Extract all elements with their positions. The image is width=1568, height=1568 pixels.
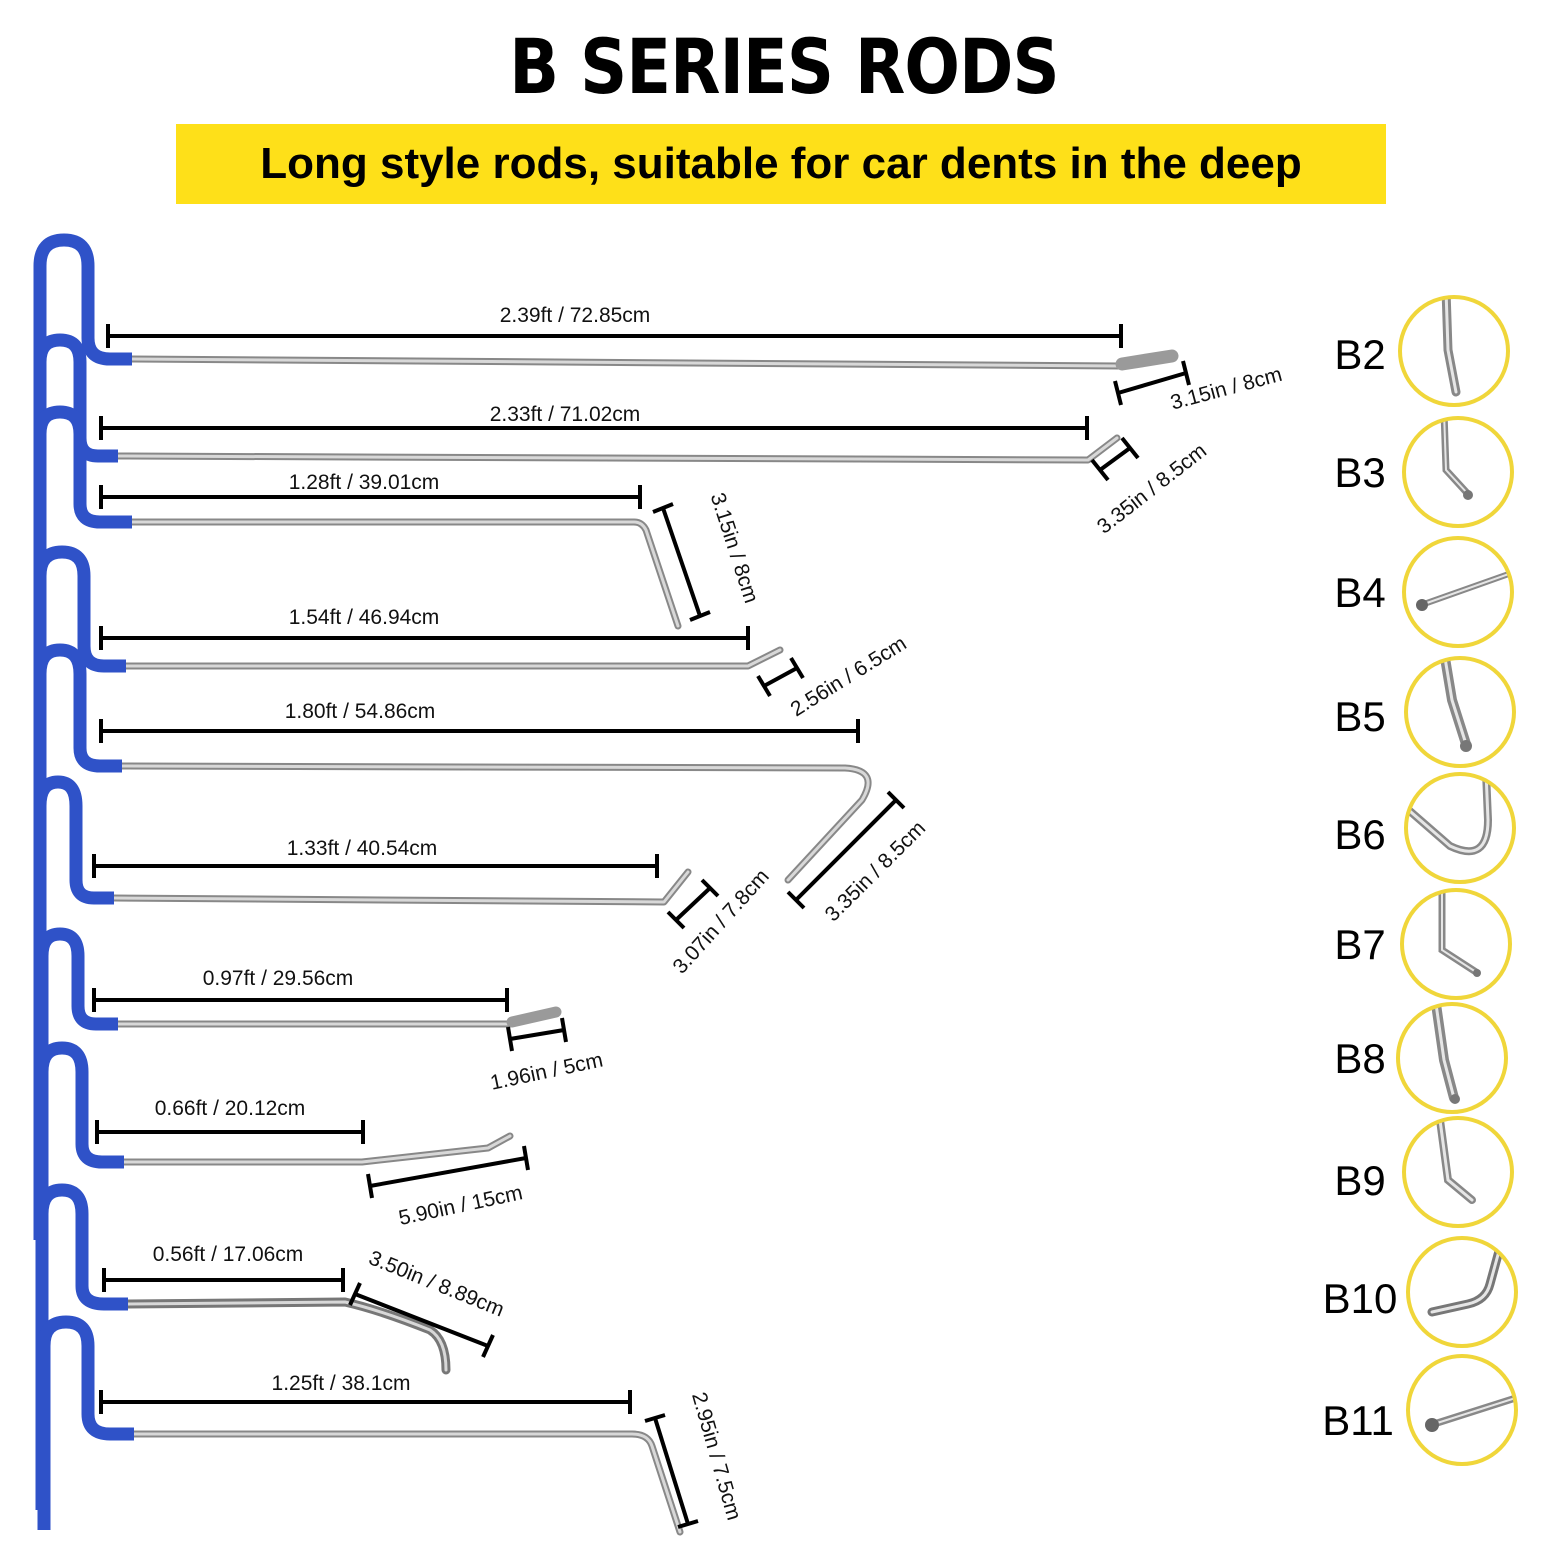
- rod-body-1: [128, 349, 1179, 371]
- rod-length-label-1: 2.39ft / 72.85cm: [500, 304, 651, 327]
- rod-body-5: [118, 762, 872, 884]
- rod-body-2: [114, 434, 1121, 464]
- tip-label-b3: B3: [1334, 449, 1385, 496]
- rod-handle-8: [35, 1041, 124, 1510]
- tip-dimension-line-6: [666, 878, 720, 930]
- length-dimension-line-5: [99, 719, 860, 743]
- rod-body-9: [123, 1297, 451, 1375]
- rod-tip-label-5: 3.35in / 8.5cm: [821, 817, 931, 927]
- rod-body-4: [122, 646, 784, 670]
- tip-detail-b8: [1396, 1002, 1508, 1114]
- rod-handle-7: [35, 927, 118, 1240]
- length-dimension-line-10: [99, 1390, 632, 1414]
- length-dimension-line-2: [99, 416, 1089, 440]
- tip-detail-b10: [1406, 1236, 1518, 1348]
- rod-body-7: [114, 1006, 562, 1028]
- tip-label-b6: B6: [1334, 811, 1385, 858]
- tip-dimension-line-10: [644, 1413, 699, 1529]
- tip-detail-column: B2 B3 B4 B5 B6 B7 B8 B9 B10 B11: [1322, 295, 1518, 1466]
- length-dimension-line-8: [95, 1120, 365, 1144]
- tip-label-b5: B5: [1334, 693, 1385, 740]
- rod-length-label-10: 1.25ft / 38.1cm: [272, 1372, 411, 1395]
- rod-tip-label-3: 3.15in / 8cm: [706, 490, 763, 606]
- tip-label-b11: B11: [1322, 1397, 1394, 1444]
- tip-detail-b6: [1404, 772, 1516, 884]
- tip-detail-b3: [1402, 416, 1514, 528]
- rod-length-label-5: 1.80ft / 54.86cm: [285, 700, 436, 723]
- rod-tip-label-2: 3.35in / 8.5cm: [1093, 439, 1211, 538]
- tip-dimension-line-7: [506, 1017, 568, 1052]
- tip-detail-b7: [1400, 888, 1512, 1000]
- rod-length-label-9: 0.56ft / 17.06cm: [153, 1243, 304, 1266]
- rod-handle-6: [33, 775, 114, 1240]
- length-dimension-line-6: [92, 854, 659, 878]
- tip-dimension-line-8: [366, 1145, 530, 1199]
- rod-tip-label-4: 2.56in / 6.5cm: [787, 632, 911, 721]
- rod-handle-5: [33, 643, 122, 980]
- length-dimension-line-4: [99, 626, 750, 650]
- length-dimension-line-3: [99, 485, 642, 509]
- rod-body-10: [130, 1430, 684, 1536]
- subtitle-banner: Long style rods, suitable for car dents …: [176, 124, 1386, 204]
- rod-tip-label-10: 2.95in / 7.5cm: [687, 1390, 745, 1523]
- tip-dimension-line-9: [348, 1282, 495, 1358]
- rod-body-6: [110, 868, 692, 906]
- rod-body-8: [120, 1132, 514, 1166]
- rod-tip-label-8: 5.90in / 15cm: [397, 1181, 525, 1230]
- length-dimension-line-9: [102, 1268, 345, 1292]
- tip-detail-b11: [1406, 1354, 1518, 1466]
- tip-dimension-line-5: [786, 790, 906, 910]
- tip-label-b4: B4: [1334, 569, 1385, 616]
- tip-detail-b2: [1398, 295, 1510, 407]
- length-dimension-line-7: [92, 988, 509, 1012]
- tip-dimension-line-3: [652, 502, 711, 622]
- length-dimension-line-1: [106, 324, 1123, 348]
- tip-detail-b5: [1404, 656, 1516, 768]
- tip-label-b7: B7: [1334, 921, 1385, 968]
- rod-length-label-6: 1.33ft / 40.54cm: [287, 837, 438, 860]
- rod-length-label-2: 2.33ft / 71.02cm: [490, 403, 641, 426]
- rod-handle-9: [35, 1183, 128, 1510]
- rod-handle-1: [33, 233, 132, 690]
- rod-body-3: [128, 518, 682, 630]
- tip-dimension-line-4: [756, 656, 805, 698]
- rod-handle-3: [33, 405, 132, 660]
- tip-detail-b4: [1402, 536, 1514, 648]
- rod-tip-label-7: 1.96in / 5cm: [488, 1049, 605, 1095]
- tip-label-b9: B9: [1334, 1157, 1385, 1204]
- tip-label-b8: B8: [1334, 1035, 1385, 1082]
- tip-detail-b9: [1402, 1116, 1514, 1228]
- page-title: B SERIES RODS: [509, 22, 1059, 111]
- tip-label-b10: B10: [1323, 1275, 1398, 1322]
- tip-label-b2: B2: [1334, 331, 1385, 378]
- rod-handle-4: [33, 545, 126, 980]
- rod-handle-10: [37, 1315, 134, 1530]
- tip-dimension-line-2: [1090, 436, 1140, 482]
- rod-length-label-8: 0.66ft / 20.12cm: [155, 1097, 306, 1120]
- subtitle-text: Long style rods, suitable for car dents …: [260, 139, 1302, 188]
- tip-dimension-line-1: [1113, 360, 1191, 406]
- rod-length-label-3: 1.28ft / 39.01cm: [289, 471, 440, 494]
- rod-length-label-4: 1.54ft / 46.94cm: [289, 606, 440, 629]
- rod-length-label-7: 0.97ft / 29.56cm: [203, 967, 354, 990]
